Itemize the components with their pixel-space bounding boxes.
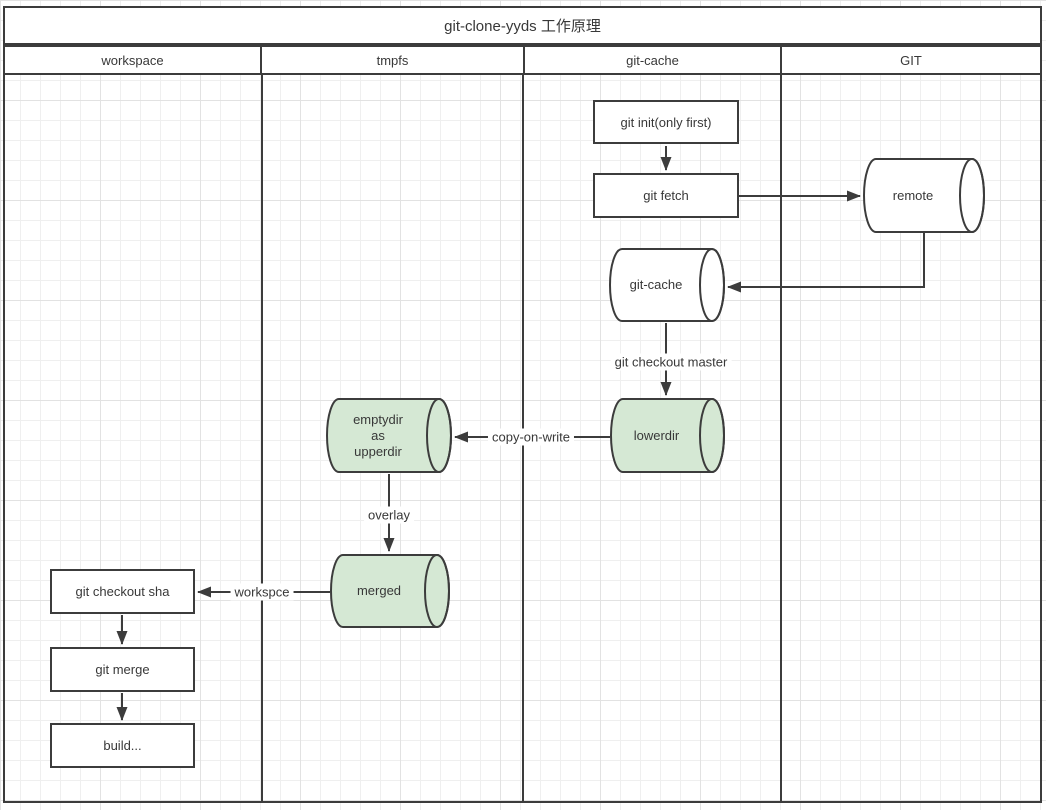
node-git-merge-label: git merge <box>95 662 150 677</box>
diagram-title: git-clone-yyds 工作原理 <box>3 6 1042 45</box>
node-lowerdir-label: lowerdir <box>633 427 680 443</box>
lane-header-workspace-label: workspace <box>101 52 164 68</box>
node-build-label: build... <box>103 738 142 753</box>
node-git-checkout-sha-label: git checkout sha <box>75 584 170 599</box>
edge-label-overlay: overlay <box>364 506 414 524</box>
lane-header-tmpfs: tmpfs <box>260 45 525 75</box>
cylinder-shape <box>863 158 985 233</box>
cylinder-shape <box>609 248 725 322</box>
edge-label-git-checkout-master: git checkout master <box>610 353 732 371</box>
node-remote-cylinder[interactable]: remote <box>863 158 985 233</box>
node-git-merge[interactable]: git merge <box>50 647 195 692</box>
cylinder-shape <box>326 398 452 473</box>
lane-divider-workspace-tmpfs <box>261 75 263 803</box>
node-git-checkout-sha[interactable]: git checkout sha <box>50 569 195 614</box>
node-emptydir-label: emptydir as upperdir <box>353 411 403 459</box>
node-git-init[interactable]: git init(only first) <box>593 100 739 144</box>
lane-header-workspace: workspace <box>3 45 262 75</box>
lane-header-tmpfs-label: tmpfs <box>376 52 409 68</box>
edge-label-copy-on-write: copy-on-write <box>487 428 575 446</box>
cylinder-shape <box>330 554 450 628</box>
node-git-cache-label: git-cache <box>629 277 683 292</box>
node-merged-label: merged <box>356 583 402 598</box>
cylinder-shape <box>610 398 725 473</box>
node-lowerdir-cylinder[interactable]: lowerdir <box>610 398 725 473</box>
edge-label-workspce: workspce <box>230 583 294 601</box>
node-git-init-label: git init(only first) <box>620 114 712 130</box>
node-merged-cylinder[interactable]: merged <box>330 554 450 628</box>
node-emptydir-cylinder[interactable]: emptydir as upperdir <box>326 398 452 473</box>
lane-header-git: GIT <box>780 45 1042 75</box>
lane-header-git-cache-label: git-cache <box>626 52 679 68</box>
lane-divider-gitcache-git <box>780 75 782 803</box>
node-git-fetch-label: git fetch <box>643 188 689 203</box>
node-build[interactable]: build... <box>50 723 195 768</box>
node-git-fetch[interactable]: git fetch <box>593 173 739 218</box>
node-remote-label: remote <box>892 187 934 203</box>
lane-header-git-label: GIT <box>900 52 922 68</box>
node-git-cache-cylinder[interactable]: git-cache <box>609 248 725 322</box>
lane-header-git-cache: git-cache <box>523 45 782 75</box>
